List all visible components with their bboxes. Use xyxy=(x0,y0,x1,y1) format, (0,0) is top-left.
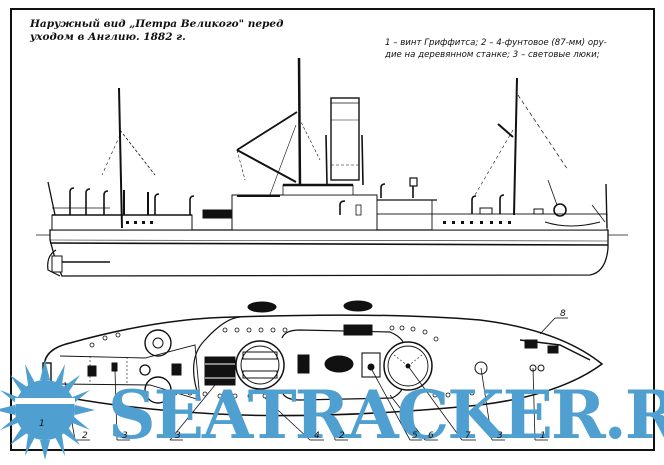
watermark-text: SEATRACKER.RU xyxy=(108,376,664,454)
callout-8: 8 xyxy=(560,309,566,319)
hull-belt xyxy=(49,242,609,246)
anchor-windlass-icon xyxy=(553,203,567,217)
main-mast xyxy=(297,57,302,191)
hull-outline xyxy=(43,314,604,417)
aft-turret xyxy=(235,340,285,390)
boat-chock xyxy=(324,355,354,373)
foremast xyxy=(513,77,518,216)
callout-2b: 2 xyxy=(339,431,345,441)
deck-plan xyxy=(38,300,604,441)
funnel xyxy=(330,97,360,181)
lantern-icon xyxy=(409,177,418,187)
watermark: SEATRACKER.RU xyxy=(0,360,664,460)
callout-3b: 3 xyxy=(175,431,181,441)
jack-staff xyxy=(605,183,608,229)
sun-logo-icon xyxy=(0,360,95,460)
drawing-frame xyxy=(10,8,655,451)
ensign-staff xyxy=(47,181,56,216)
side-elevation xyxy=(36,57,628,277)
callout-3: 3 xyxy=(122,431,128,441)
callout-2: 2 xyxy=(82,431,88,441)
title-line-2: уходом в Англию. 1882 г. xyxy=(30,31,186,43)
propeller-icon xyxy=(51,255,63,273)
fitting-icon xyxy=(297,354,310,374)
drawing-title: Наружный вид „Петра Великого" перед уход… xyxy=(30,18,290,44)
hull xyxy=(49,229,609,277)
boat-icon xyxy=(247,301,277,313)
skylight-icon xyxy=(144,376,172,404)
callout-numbers: 1 2 3 3 4 2 5 6 7 3 1 8 xyxy=(39,309,566,441)
skylight-icon xyxy=(474,361,488,375)
stern-post xyxy=(47,249,61,277)
fitting-icon xyxy=(87,365,97,377)
funnel-casing xyxy=(204,356,236,386)
callout-1b: 1 xyxy=(540,431,546,441)
callout-5: 5 xyxy=(412,431,418,441)
callout-7: 7 xyxy=(465,431,471,441)
boat-icon xyxy=(343,300,373,312)
title-line-1: Наружный вид „Петра Великого" перед xyxy=(30,18,284,30)
derrick-boom xyxy=(236,111,298,151)
callout-3c: 3 xyxy=(497,431,503,441)
legend: 1 – винт Гриффитса; 2 – 4-фунтовое (87-м… xyxy=(385,37,635,61)
ventilator-icon xyxy=(69,187,75,215)
forecastle xyxy=(431,213,608,231)
legend-line-2: дие на деревянном станке; 3 – световые л… xyxy=(385,50,600,60)
callout-1: 1 xyxy=(39,419,45,429)
mizzen-mast xyxy=(118,87,123,229)
skylight-icon xyxy=(144,329,172,357)
breastwork xyxy=(231,194,378,231)
callout-6: 6 xyxy=(428,431,434,441)
callout-4: 4 xyxy=(314,431,320,441)
legend-line-1: 1 – винт Гриффитса; 2 – 4-фунтовое (87-м… xyxy=(385,38,607,48)
